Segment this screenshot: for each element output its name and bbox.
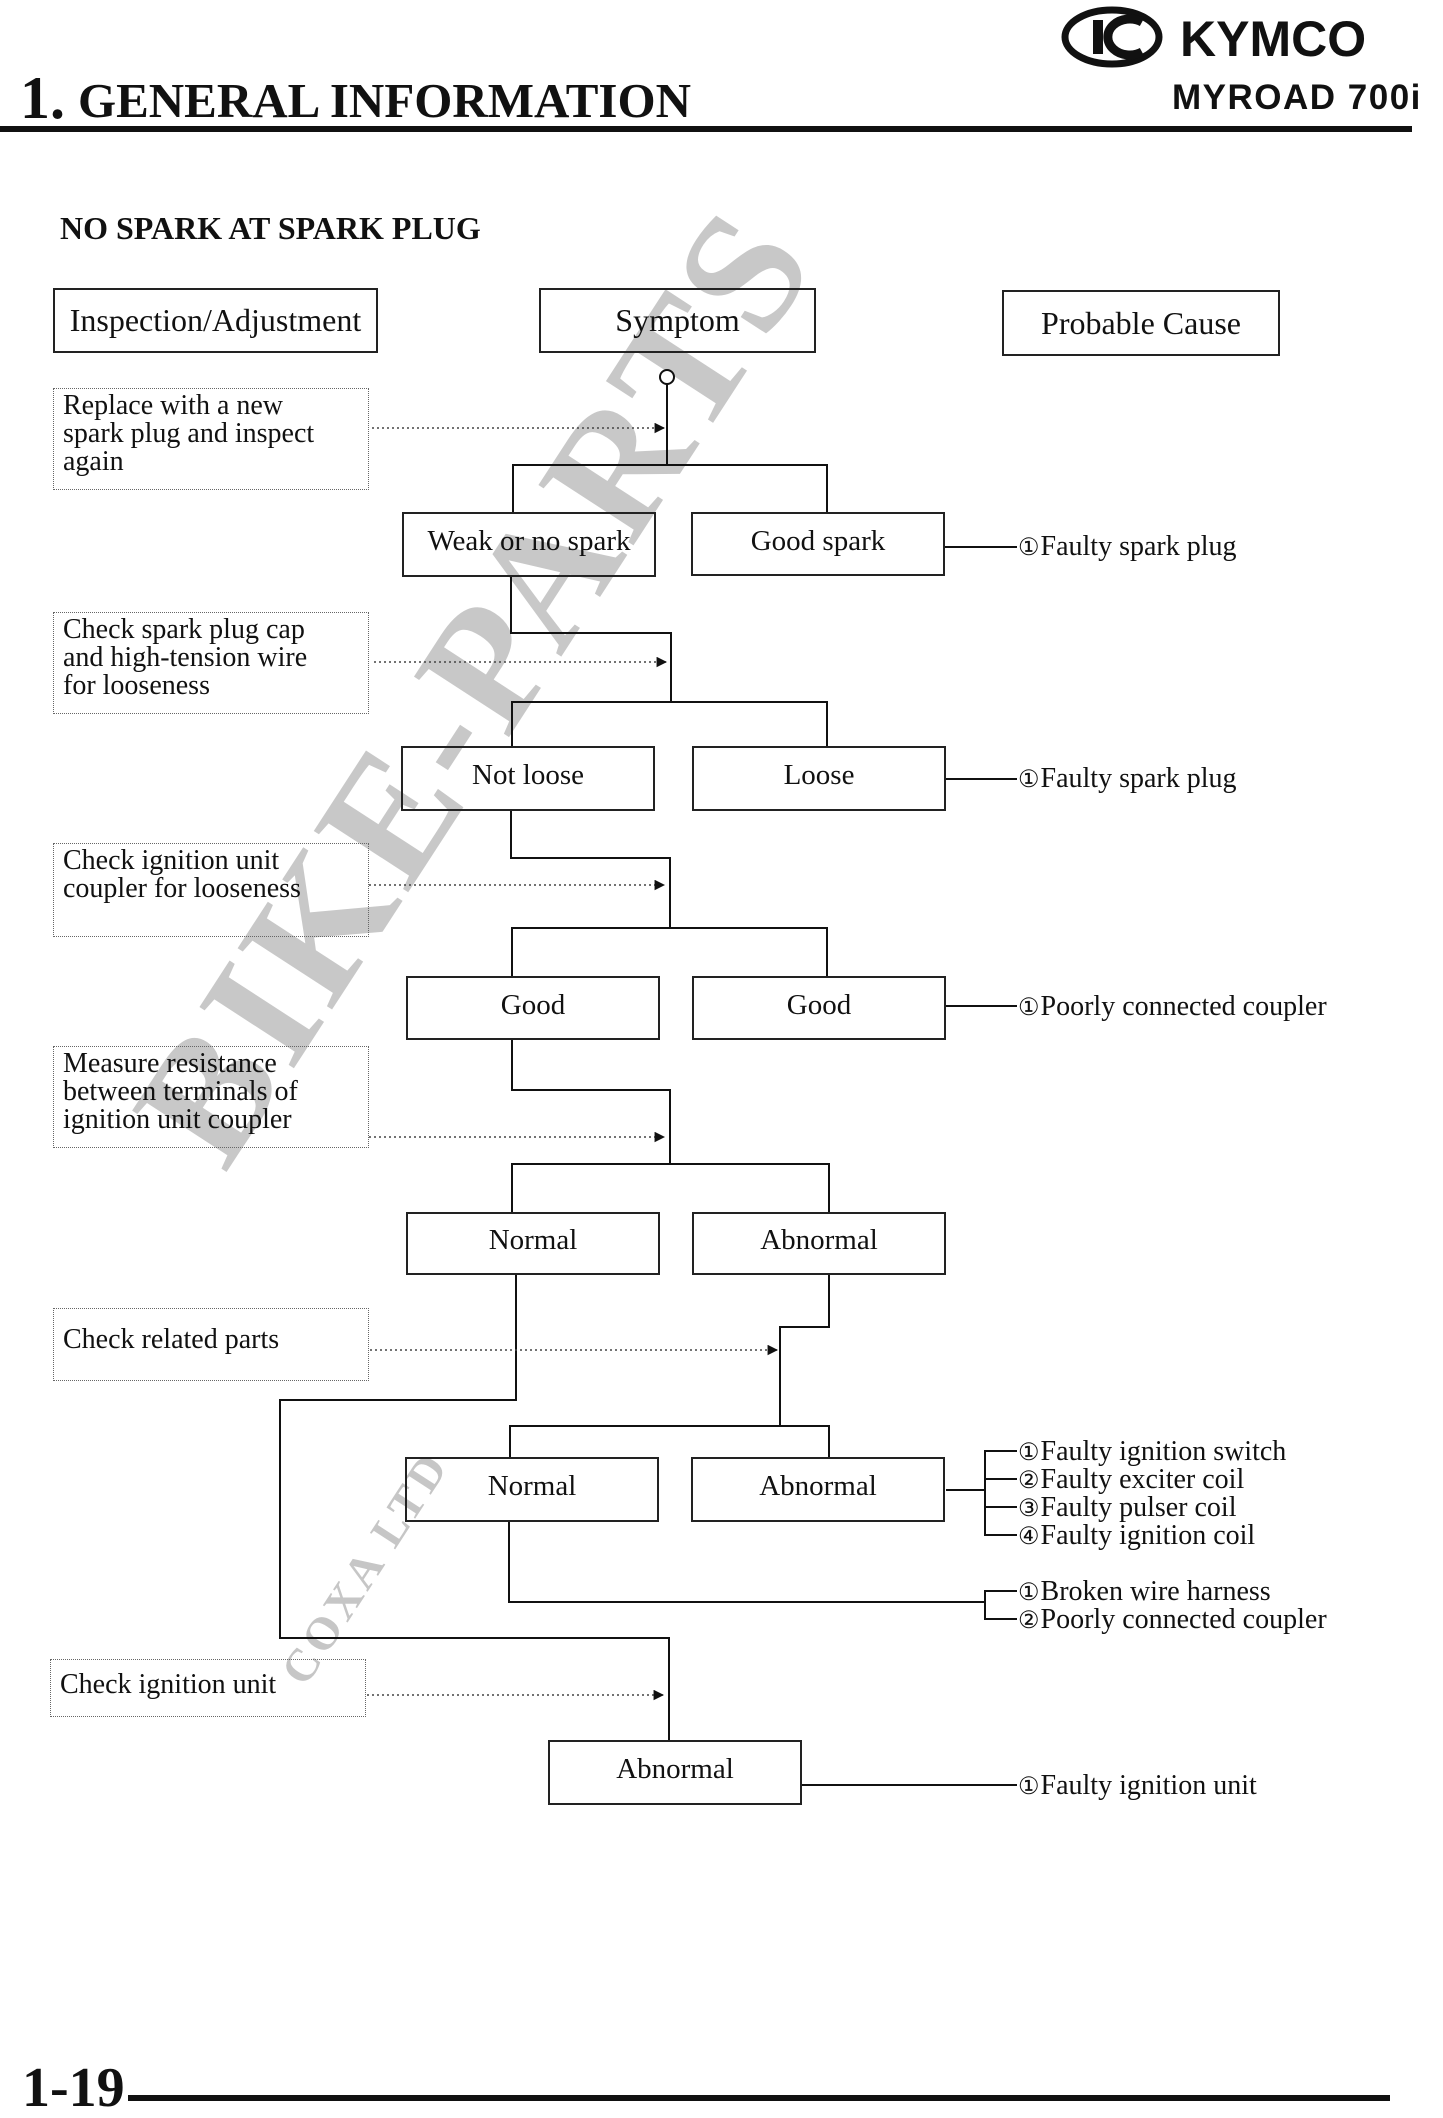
cause-broken-wire-harness: ①Broken wire harness — [1018, 1576, 1271, 1607]
outcome-resistance-abnormal: Abnormal — [692, 1212, 946, 1275]
kymco-logo: KYMCO — [1061, 6, 1366, 68]
outcome-good-spark: Good spark — [691, 512, 945, 576]
outcome-coupler-good-right: Good — [692, 976, 946, 1040]
cause-poorly-connected-coupler-2: ②Poorly connected coupler — [1018, 1604, 1327, 1635]
kymco-emblem-icon — [1061, 6, 1163, 68]
cause-faulty-pulser-coil: ③Faulty pulser coil — [1018, 1492, 1237, 1523]
cause-faulty-ignition-switch: ①Faulty ignition switch — [1018, 1436, 1287, 1467]
step-check-ignition-unit: Check ignition unit — [50, 1659, 366, 1717]
outcome-coupler-good-left: Good — [406, 976, 660, 1040]
cause-faulty-spark-plug-1: ①Faulty spark plug — [1018, 531, 1237, 562]
page-number: 1-19 — [22, 2057, 125, 2118]
cause-faulty-exciter-coil: ②Faulty exciter coil — [1018, 1464, 1245, 1495]
section-title: NO SPARK AT SPARK PLUG — [60, 210, 481, 246]
outcome-related-normal: Normal — [405, 1457, 659, 1522]
start-node — [659, 369, 675, 385]
outcome-loose: Loose — [692, 746, 946, 811]
column-header-cause: Probable Cause — [1002, 290, 1280, 356]
cause-faulty-ignition-unit: ①Faulty ignition unit — [1018, 1770, 1257, 1801]
outcome-not-loose: Not loose — [401, 746, 655, 811]
chapter-number: 1. — [20, 65, 65, 131]
column-header-symptom: Symptom — [539, 288, 816, 353]
outcome-ignition-unit-abnormal: Abnormal — [548, 1740, 802, 1805]
header-rule — [0, 126, 1412, 132]
footer-rule — [128, 2095, 1390, 2101]
cause-faulty-ignition-coil: ④Faulty ignition coil — [1018, 1520, 1256, 1551]
outcome-related-abnormal: Abnormal — [691, 1457, 945, 1522]
column-header-inspection: Inspection/Adjustment — [53, 288, 378, 353]
outcome-weak-or-no-spark: Weak or no spark — [402, 512, 656, 577]
cause-poorly-connected-coupler: ①Poorly connected coupler — [1018, 991, 1327, 1022]
step-check-related-parts: Check related parts — [53, 1308, 369, 1381]
cause-faulty-spark-plug-2: ①Faulty spark plug — [1018, 763, 1237, 794]
chapter-title: GENERAL INFORMATION — [78, 73, 692, 128]
model-name: MYROAD 700i — [1172, 78, 1422, 117]
brand-wordmark: KYMCO — [1180, 11, 1366, 67]
outcome-resistance-normal: Normal — [406, 1212, 660, 1275]
